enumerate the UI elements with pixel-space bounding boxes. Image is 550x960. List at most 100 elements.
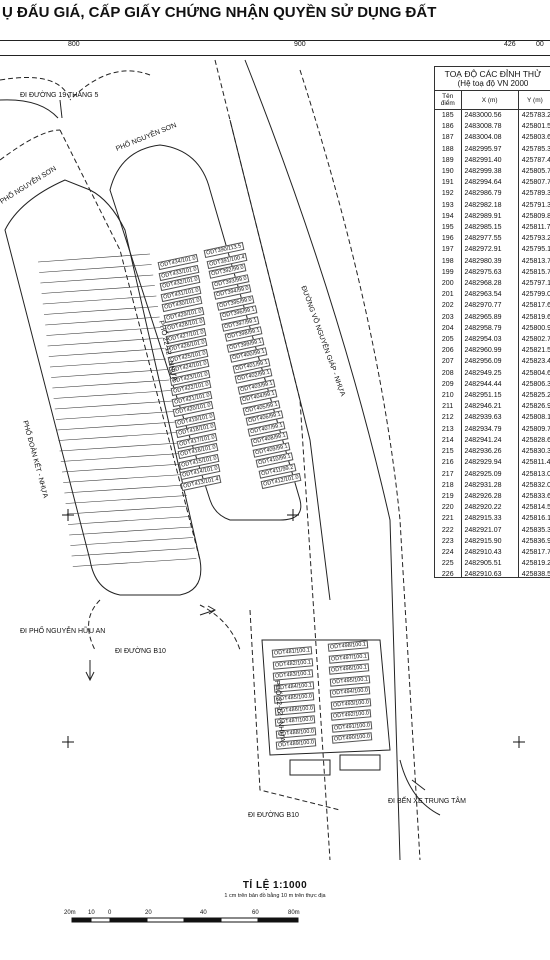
cell-y: 425832.0: [521, 481, 550, 489]
cell-x: 2482968.28: [461, 278, 519, 290]
cell-pt: 195: [435, 222, 462, 234]
cell-x: 2482934.79: [461, 423, 519, 435]
cell-pt: 214: [435, 434, 462, 447]
cell-pt: 220: [435, 502, 462, 514]
lot-divider: [55, 411, 175, 420]
cell-y: 425795.1: [521, 246, 550, 254]
cell-y: 425816.1: [521, 515, 550, 523]
cell-y: 425789.3: [521, 190, 550, 198]
cell-pt: 217: [435, 468, 462, 480]
lot-divider: [64, 484, 186, 494]
cell-pt: 194: [435, 210, 462, 223]
cell-pt: 186: [435, 121, 462, 133]
cell-y: 425804.6: [521, 369, 550, 377]
lot-divider: [40, 274, 154, 284]
scale-tick: 20m: [64, 910, 76, 916]
road-label-ben-xe: ĐI BẾN XE TRUNG TÂM: [388, 798, 466, 805]
cell-y: 425823.4: [521, 358, 550, 366]
map-frame-ruler: 800 900 426 00: [0, 40, 550, 56]
cell-y: 425825.2: [521, 392, 550, 400]
cell-y: 425830.3: [521, 448, 550, 456]
cell-y: 425828.6: [521, 436, 550, 444]
cell-x: 2482975.63: [461, 266, 519, 279]
cell-x: 2482910.63: [461, 569, 519, 577]
road-label-b10-a: ĐI ĐƯỜNG B10: [115, 648, 166, 655]
cell-x: 2482991.40: [461, 154, 519, 167]
cell-x: 2482939.63: [461, 412, 519, 424]
cell-x: 2482936.26: [461, 446, 519, 458]
cell-x: 2482958.79: [461, 322, 519, 335]
cell-y: 425787.4: [521, 156, 550, 164]
cell-x: 2482977.55: [461, 233, 519, 245]
cell-pt: 193: [435, 199, 462, 211]
cell-y: 425811.7: [521, 224, 550, 232]
lot-divider: [43, 306, 159, 315]
cell-y: 425802.7: [521, 336, 550, 344]
lot-divider: [65, 495, 187, 504]
cell-x: 2482949.25: [461, 367, 519, 379]
cell-y: 425785.3: [521, 145, 550, 153]
cell-x: 2482946.21: [461, 401, 519, 413]
cell-x: 2482989.91: [461, 210, 519, 223]
lot-divider: [51, 369, 168, 378]
cell-y: 425809.8: [521, 212, 550, 220]
lot-divider: [42, 295, 157, 305]
cell-y: 425791.3: [521, 201, 550, 209]
cell-pt: 196: [435, 233, 462, 245]
lot-divider: [37, 253, 151, 263]
cell-pt: 215: [435, 446, 462, 458]
lot-divider: [39, 264, 152, 273]
cell-x: 2482972.91: [461, 244, 519, 256]
cell-pt: 190: [435, 166, 462, 178]
cell-x: 2482956.09: [461, 356, 519, 368]
cell-y: 425800.9: [521, 324, 550, 332]
cell-x: 2482999.38: [461, 166, 519, 178]
cell-x: 2482920.22: [461, 502, 519, 514]
cell-y: 425813.7: [521, 257, 550, 265]
road-label-b10-b: ĐI ĐƯỜNG B10: [248, 812, 299, 819]
lot-divider: [41, 285, 155, 294]
cell-pt: 200: [435, 278, 462, 290]
scale-tick: 20: [145, 910, 152, 916]
lot-divider: [72, 558, 197, 567]
cell-y: 425808.1: [521, 414, 550, 422]
scale-title: TỈ LỆ 1:1000: [242, 880, 308, 891]
table-title: TOẠ ĐỘ CÁC ĐỈNH THỬ: [444, 69, 542, 79]
lot-divider: [60, 453, 181, 462]
cell-y: 425817.7: [521, 548, 550, 556]
frame-tick: 800: [68, 41, 80, 48]
cell-pt: 192: [435, 188, 462, 200]
cell-x: 2482982.18: [461, 199, 519, 211]
lot-divider: [54, 400, 173, 410]
cell-x: 2482921.07: [461, 524, 519, 536]
scale-tick: 80m: [288, 910, 300, 916]
cell-pt: 187: [435, 132, 462, 144]
lot-divider: [52, 379, 170, 389]
cell-y: 425813.0: [521, 470, 550, 478]
